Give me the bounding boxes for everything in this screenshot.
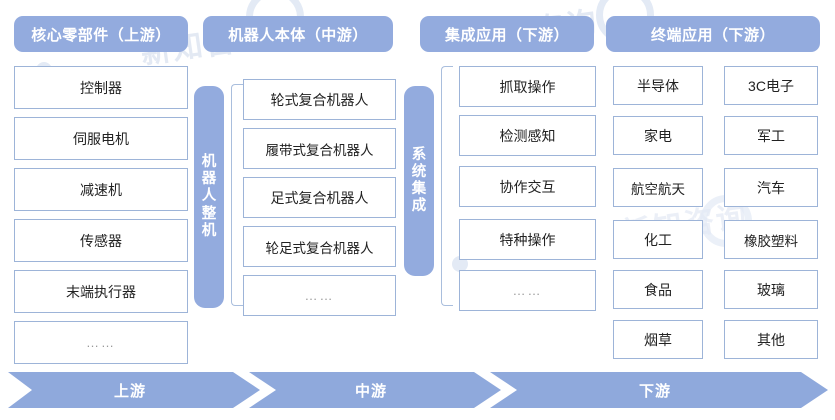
item-label: ……	[512, 283, 543, 298]
item-box-military-industry[interactable]: 军工	[724, 116, 818, 155]
header-label: 机器人本体（中游）	[228, 26, 368, 44]
header-label: 核心零部件（上游）	[31, 26, 171, 44]
item-label: ……	[86, 335, 116, 350]
flow-stage-label: 上游	[113, 382, 146, 400]
header-label: 集成应用（下游）	[444, 26, 569, 44]
item-box-controller[interactable]: 控制器	[14, 66, 188, 109]
item-label: 抓取操作	[499, 78, 556, 95]
item-label: 玻璃	[757, 281, 785, 298]
item-label: 特种操作	[499, 231, 556, 248]
item-label: 汽车	[757, 179, 785, 196]
item-box-3c-electronics[interactable]: 3C电子	[724, 66, 818, 105]
item-box-tobacco[interactable]: 烟草	[613, 320, 703, 359]
item-label: 军工	[757, 127, 785, 144]
item-label: 半导体	[637, 77, 679, 94]
item-label: 控制器	[80, 79, 122, 96]
item-box-grasping-operation[interactable]: 抓取操作	[459, 66, 596, 107]
item-label: 家电	[644, 127, 672, 144]
flow-stage-label: 中游	[354, 382, 387, 400]
item-label: 航空航天	[631, 181, 685, 197]
flow-stage-label: 下游	[638, 382, 671, 400]
item-label: 足式复合机器人	[270, 189, 369, 206]
item-box-food[interactable]: 食品	[613, 270, 703, 309]
item-box-servo-motor[interactable]: 伺服电机	[14, 117, 188, 160]
flow-stage-midstream[interactable]: 中游	[249, 372, 501, 408]
item-label: 检测感知	[499, 127, 556, 144]
item-label: 减速机	[80, 181, 122, 198]
item-box-reducer[interactable]: 减速机	[14, 168, 188, 211]
vertical-label-whole-robot: 机器人整机	[194, 86, 224, 308]
header-label: 终端应用（下游）	[650, 26, 775, 44]
item-label: 其他	[757, 331, 785, 348]
item-box-semiconductor[interactable]: 半导体	[613, 66, 703, 105]
item-box-more-core-components[interactable]: ……	[14, 321, 188, 364]
item-box-more-integrated-application[interactable]: ……	[459, 270, 596, 311]
item-box-sensor[interactable]: 传感器	[14, 219, 188, 262]
item-box-wheeled-composite-robot[interactable]: 轮式复合机器人	[243, 79, 396, 120]
item-box-rubber-plastic[interactable]: 橡胶塑料	[724, 220, 818, 259]
column-header-downstream-integrated-application: 集成应用（下游）	[420, 16, 594, 52]
item-label: 3C电子	[748, 77, 794, 94]
item-box-tracked-composite-robot[interactable]: 履带式复合机器人	[243, 128, 396, 169]
item-box-home-appliance[interactable]: 家电	[613, 116, 703, 155]
item-box-glass[interactable]: 玻璃	[724, 270, 818, 309]
item-label: 橡胶塑料	[744, 233, 798, 249]
item-box-wheel-legged-composite-robot[interactable]: 轮足式复合机器人	[243, 226, 396, 267]
item-label: 烟草	[644, 331, 672, 348]
item-box-more-robot-body[interactable]: ……	[243, 275, 396, 316]
vertical-label-text: 系统集成	[411, 146, 427, 215]
vertical-label-system-integration: 系统集成	[404, 86, 434, 276]
column-header-midstream-robot-body: 机器人本体（中游）	[203, 16, 393, 52]
column-header-downstream-terminal-application: 终端应用（下游）	[606, 16, 820, 52]
item-box-chemical-industry[interactable]: 化工	[613, 220, 703, 259]
flow-stage-upstream[interactable]: 上游	[8, 372, 260, 408]
item-box-collaborative-interaction[interactable]: 协作交互	[459, 166, 596, 207]
item-label: 协作交互	[499, 178, 556, 195]
flow-stage-downstream[interactable]: 下游	[490, 372, 828, 408]
item-box-detection-sensing[interactable]: 检测感知	[459, 115, 596, 156]
item-box-legged-composite-robot[interactable]: 足式复合机器人	[243, 177, 396, 218]
item-label: 轮式复合机器人	[270, 91, 369, 108]
item-label: 食品	[644, 281, 672, 298]
item-box-end-effector[interactable]: 末端执行器	[14, 270, 188, 313]
item-box-automobile[interactable]: 汽车	[724, 168, 818, 207]
item-label: 化工	[644, 231, 672, 248]
column-header-upstream-core-components: 核心零部件（上游）	[14, 16, 188, 52]
item-label: 轮足式复合机器人	[265, 240, 374, 256]
item-label: 伺服电机	[73, 130, 129, 147]
item-label: ……	[304, 288, 335, 303]
bracket-robot-body	[231, 84, 243, 306]
vertical-label-text: 机器人整机	[201, 154, 217, 239]
item-label: 传感器	[80, 232, 122, 249]
item-label: 履带式复合机器人	[265, 142, 374, 158]
item-label: 末端执行器	[66, 283, 136, 300]
item-box-special-operation[interactable]: 特种操作	[459, 219, 596, 260]
bracket-integrated-application	[441, 66, 453, 306]
item-box-other[interactable]: 其他	[724, 320, 818, 359]
item-box-aerospace[interactable]: 航空航天	[613, 168, 703, 207]
